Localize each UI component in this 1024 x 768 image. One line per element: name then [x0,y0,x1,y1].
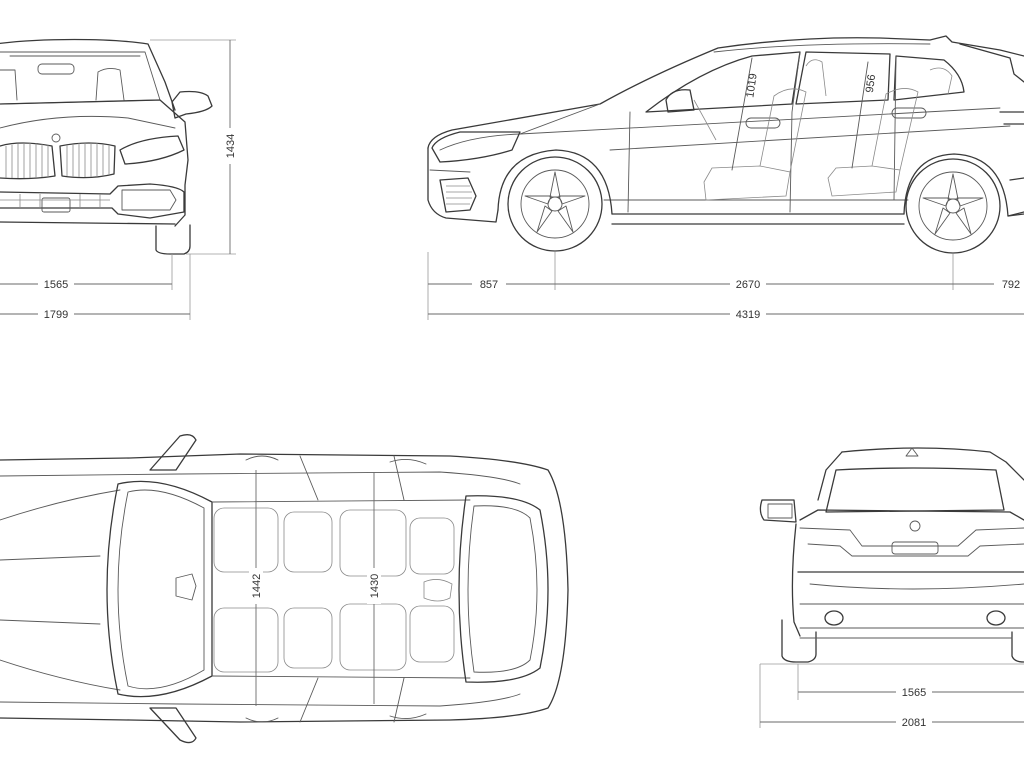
rear-view-body [759,447,1024,663]
front-overhang-label: 857 [480,279,498,291]
front-headroom-label: 1019 [744,73,759,99]
rear-width-label: 2081 [902,717,926,729]
front-width-label: 1799 [44,309,68,321]
rear-headroom-label: 956 [864,74,878,94]
rear-track-label: 1565 [902,687,926,699]
rear-overhang-label: 792 [1002,279,1020,291]
side-view-dimensions: 1019 956 857 2670 792 4319 [427,73,1024,321]
rear-view: 1565 2081 [759,447,1024,729]
side-view-body [427,35,1024,254]
front-track-label: 1565 [44,279,68,291]
front-shoulder-label: 1442 [251,574,263,598]
rear-view-dimensions: 1565 2081 [759,663,1024,729]
top-view-body [0,434,569,744]
front-view-body [0,38,213,255]
rear-shoulder-label: 1430 [369,574,381,598]
top-view: 1442 1430 [0,434,569,744]
top-view-dimensions: 1442 1430 [249,470,381,706]
wheelbase-label: 2670 [736,279,760,291]
front-height-label: 1434 [225,134,237,158]
front-view: 1434 1565 1799 [0,38,238,321]
length-label: 4319 [736,309,760,321]
side-view: 1019 956 857 2670 792 4319 [427,35,1024,321]
front-view-dimensions: 1434 1565 1799 [0,39,238,321]
